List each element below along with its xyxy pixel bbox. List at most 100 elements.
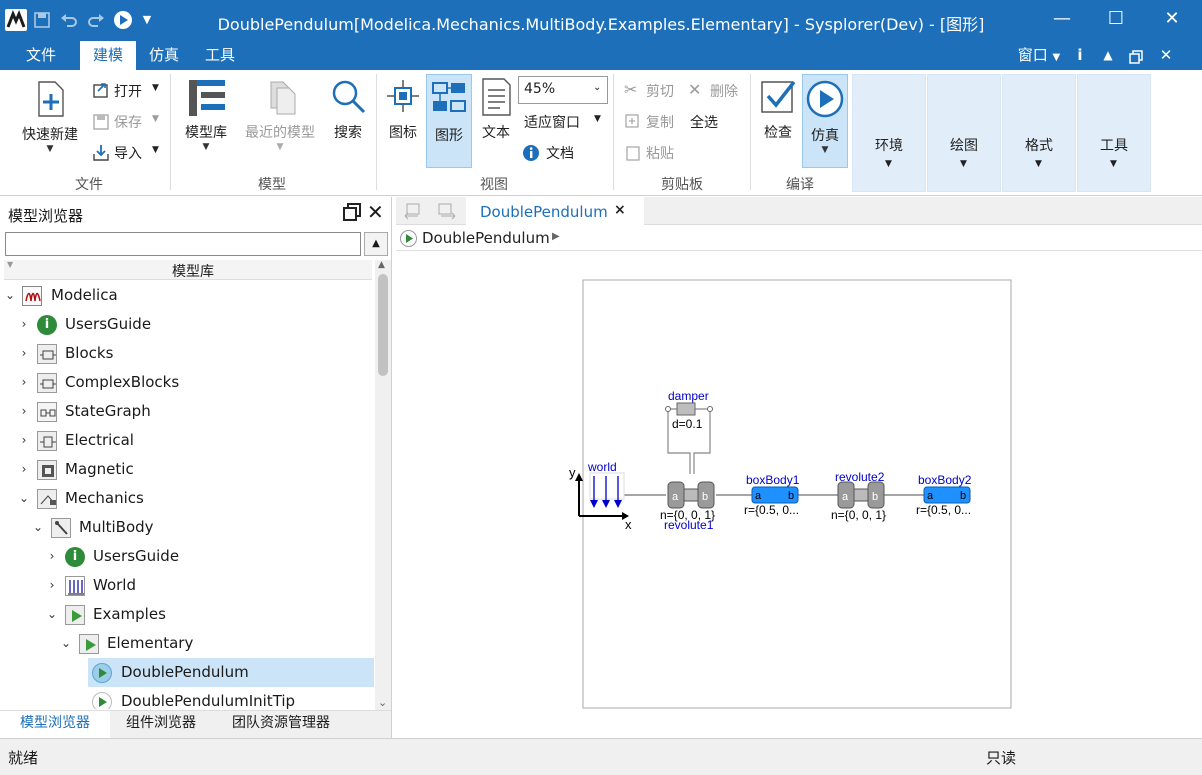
editor-tab-doublependulum[interactable]: DoublePendulum × xyxy=(466,197,644,225)
close-panel-icon[interactable]: ✕ xyxy=(367,200,384,224)
minimize-button[interactable]: — xyxy=(1053,8,1071,29)
restore-doc-icon[interactable] xyxy=(1128,41,1144,70)
tree-item-complexblocks[interactable]: › ComplexBlocks xyxy=(0,368,374,397)
tab-close-icon[interactable]: × xyxy=(614,202,626,218)
quick-run-icon[interactable] xyxy=(112,9,134,31)
quick-save-icon[interactable] xyxy=(31,9,53,31)
tree-item-elementary[interactable]: ⌄ Elementary xyxy=(0,629,374,658)
tree-item-multibody[interactable]: ⌄ MultiBody xyxy=(0,513,374,542)
simulate-button[interactable]: 仿真 ▼ xyxy=(802,74,848,168)
tree-item-magnetic[interactable]: › Magnetic xyxy=(0,455,374,484)
tree-item-examples[interactable]: ⌄ Examples xyxy=(0,600,374,629)
chevron-right-icon[interactable]: › xyxy=(21,375,27,389)
chevron-down-icon[interactable]: ⌄ xyxy=(18,491,30,505)
diagram-canvas[interactable]: world y x damper d=0.1 a b n={ xyxy=(396,252,1202,738)
scroll-thumb[interactable] xyxy=(378,274,388,376)
delete-button[interactable]: ✕ 删除 xyxy=(688,80,746,103)
tree-item-usersguide[interactable]: › i UsersGuide xyxy=(0,310,374,339)
search-button[interactable]: 搜索 xyxy=(326,76,370,168)
world-component[interactable]: world y x xyxy=(569,460,632,532)
tree-item-world[interactable]: › World xyxy=(0,571,374,600)
search-label: 搜索 xyxy=(334,125,362,141)
boxbody2-component[interactable]: boxBody2 a b r={0.5, 0... xyxy=(916,473,972,517)
tab-team-explorer[interactable]: 团队资源管理器 xyxy=(232,715,330,731)
redo-icon[interactable] xyxy=(85,9,107,31)
open-button[interactable]: 打开 ▼ xyxy=(92,81,164,103)
maximize-button[interactable]: ☐ xyxy=(1107,8,1125,29)
recent-models-button[interactable]: 最近的模型 ▼ xyxy=(240,76,320,168)
chevron-right-icon[interactable]: › xyxy=(49,549,55,563)
chevron-right-icon[interactable]: › xyxy=(49,578,55,592)
tab-modeling[interactable]: 建模 xyxy=(80,41,136,70)
select-all-button[interactable]: 全选 xyxy=(690,112,746,134)
new-model-button[interactable]: 快速新建 ▼ xyxy=(14,76,86,168)
chevron-down-icon[interactable]: ⌄ xyxy=(60,636,72,650)
revolute1-component[interactable]: a b n={0, 0, 1} revolute1 xyxy=(660,481,715,532)
chevron-right-icon[interactable]: › xyxy=(21,462,27,476)
text-view-icon xyxy=(482,78,511,116)
undo-icon[interactable] xyxy=(58,9,80,31)
boxbody1-component[interactable]: boxBody1 a b r={0.5, 0... xyxy=(744,473,800,517)
tree-item-stategraph[interactable]: › StateGraph xyxy=(0,397,374,426)
tab-component-browser[interactable]: 组件浏览器 xyxy=(126,715,196,731)
tree-item-doublependulum[interactable]: DoublePendulum xyxy=(88,658,374,687)
model-library-button[interactable]: 模型库 ▼ xyxy=(178,76,234,168)
nav-forward-icon[interactable] xyxy=(436,202,456,220)
tree-item-blocks[interactable]: › Blocks xyxy=(0,339,374,368)
chevron-down-icon[interactable]: ⌄ xyxy=(32,520,44,534)
paste-button[interactable]: 粘贴 xyxy=(624,143,682,165)
chevron-right-icon[interactable]: › xyxy=(21,433,27,447)
tree-item-electrical[interactable]: › Electrical xyxy=(0,426,374,455)
window-title: DoublePendulum[Modelica.Mechanics.MultiB… xyxy=(217,15,985,34)
panel-environment[interactable]: 环境 ▼ xyxy=(852,74,926,192)
import-button[interactable]: 导入 ▼ xyxy=(92,143,164,165)
text-view-button[interactable]: 文本 xyxy=(476,76,516,168)
check-button[interactable]: 检查 xyxy=(756,76,800,168)
documentation-button[interactable]: 文档 xyxy=(522,143,582,165)
panel-drawing[interactable]: 绘图 ▼ xyxy=(927,74,1001,192)
tab-model-browser[interactable]: 模型浏览器 xyxy=(0,711,110,738)
copy-button[interactable]: 复制 xyxy=(624,112,682,134)
browser-search-input[interactable] xyxy=(5,232,361,256)
chevron-right-icon[interactable]: › xyxy=(21,404,27,418)
window-menu[interactable]: 窗口 ▼ xyxy=(1017,46,1061,64)
breadcrumb-arrow-icon[interactable]: ▶ xyxy=(552,231,560,242)
float-panel-icon[interactable] xyxy=(343,203,361,221)
collapse-ribbon-icon[interactable]: ▲ xyxy=(1103,48,1113,62)
close-doc-icon[interactable]: ✕ xyxy=(1159,46,1173,64)
fit-window-button[interactable]: 适应窗口 ▼ xyxy=(524,114,601,131)
scroll-down-icon[interactable]: ⌄ xyxy=(378,696,388,709)
scroll-up-icon[interactable]: ▲ xyxy=(378,260,385,270)
tree-item-doublependuluminittip[interactable]: DoublePendulumInitTip xyxy=(88,687,374,709)
chevron-right-icon[interactable]: › xyxy=(21,317,27,331)
simulate-label: 仿真 xyxy=(811,128,839,144)
search-options-button[interactable]: ▲ xyxy=(364,232,388,256)
tab-simulation[interactable]: 仿真 xyxy=(148,46,179,64)
customize-toolbar-icon[interactable]: ▼ xyxy=(142,13,152,26)
save-button[interactable]: 保存 ▼ xyxy=(92,112,164,134)
tree-item-modelica[interactable]: ⌄ Modelica xyxy=(0,281,374,310)
tree-item-mechanics[interactable]: ⌄ Mechanics xyxy=(0,484,374,513)
close-window-button[interactable]: ✕ xyxy=(1164,8,1180,29)
damper-component[interactable]: damper d=0.1 xyxy=(665,389,713,431)
tree-scrollbar[interactable]: ▲ ⌄ xyxy=(375,260,391,710)
zoom-select[interactable]: 45% ⌄ xyxy=(518,76,608,104)
panel-format[interactable]: 格式 ▼ xyxy=(1002,74,1076,192)
revolute2-component[interactable]: revolute2 a b n={0, 0, 1} xyxy=(831,470,886,522)
boxbody1-param: r={0.5, 0... xyxy=(744,503,799,517)
tab-tools[interactable]: 工具 xyxy=(204,46,235,64)
tab-file[interactable]: 文件 xyxy=(25,46,56,64)
panel-tools[interactable]: 工具 ▼ xyxy=(1077,74,1151,192)
cut-button[interactable]: ✂ 剪切 xyxy=(624,80,682,103)
chevron-right-icon[interactable]: › xyxy=(21,346,27,360)
tree-item-multibody-usersguide[interactable]: › i UsersGuide xyxy=(0,542,374,571)
boxbody1-port-b: b xyxy=(788,490,794,502)
info-icon[interactable]: i xyxy=(1077,46,1083,64)
breadcrumb-item[interactable]: DoublePendulum xyxy=(422,229,550,247)
chevron-down-icon[interactable]: ⌄ xyxy=(4,288,16,302)
icon-view-button[interactable]: 图标 xyxy=(382,76,424,168)
panel-environment-label: 环境 xyxy=(875,138,903,154)
chevron-down-icon[interactable]: ⌄ xyxy=(46,607,58,621)
diagram-view-button[interactable]: 图形 xyxy=(426,74,472,168)
nav-back-icon[interactable] xyxy=(404,202,424,220)
